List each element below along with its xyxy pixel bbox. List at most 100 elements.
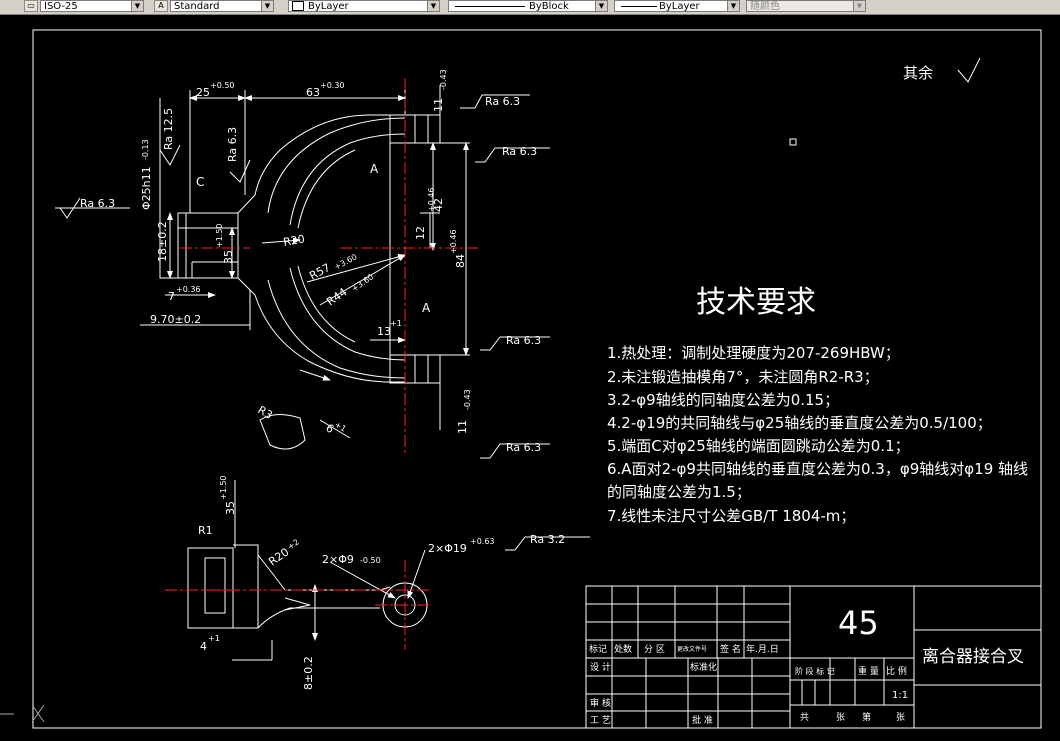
dim-text: 2×Φ9 bbox=[322, 553, 354, 566]
dim-text: 7 bbox=[168, 290, 175, 303]
textstyle-icon[interactable]: A bbox=[154, 0, 168, 12]
tech-item: 6.A面对2-φ9共同轴线的垂直度公差为0.3，φ9轴线对φ19 轴线 bbox=[607, 460, 1028, 478]
tb-label: 更改文件号 bbox=[677, 645, 707, 653]
dim-tol: +1 bbox=[208, 634, 220, 643]
drawing-frame bbox=[32, 29, 1042, 729]
dim-tol: +0.46 bbox=[449, 229, 458, 254]
tb-label: 标记 bbox=[589, 643, 607, 655]
ra-label: Ra 6.3 bbox=[506, 441, 541, 454]
tb-label: 第 bbox=[862, 711, 871, 723]
tb-label: 处数 bbox=[614, 643, 632, 655]
tech-item: 的同轴度公差为1.5； bbox=[607, 483, 751, 501]
chevron-down-icon[interactable]: ▼ bbox=[131, 1, 143, 11]
datum-label: C bbox=[196, 175, 204, 189]
dim-text: R44 bbox=[324, 285, 349, 308]
lineweight-sample bbox=[621, 6, 657, 7]
dim-text: 2×Φ19 bbox=[428, 542, 467, 555]
dim-text: Φ25h11 bbox=[140, 166, 153, 210]
tech-item: 4.2-φ19的共同轴线与φ25轴线的垂直度公差为0.5/100； bbox=[607, 414, 992, 432]
chevron-down-icon[interactable]: ▼ bbox=[853, 1, 865, 11]
dim-tol: +0.30 bbox=[320, 81, 345, 90]
datum-label: A bbox=[422, 301, 431, 315]
tb-label: 阶 段 标 记 bbox=[795, 666, 835, 676]
tb-label: 批 准 bbox=[692, 714, 713, 726]
dim-tol: -0.13 bbox=[141, 139, 150, 160]
dim-text: 4 bbox=[200, 640, 207, 653]
tb-label: 共 bbox=[800, 712, 809, 723]
dim-tol: +1.50 bbox=[219, 475, 228, 500]
ra-label: Ra 6.3 bbox=[485, 95, 520, 108]
dim-tol: +3.60 bbox=[350, 272, 375, 293]
dim-text: R20 bbox=[282, 232, 306, 249]
drawing-canvas[interactable]: 其余 技术要求 1.热处理：调制处理硬度为207-269HBW； 2.未注锻造抽… bbox=[0, 14, 1060, 741]
chevron-down-icon[interactable]: ▼ bbox=[595, 1, 607, 11]
hub-body bbox=[177, 212, 239, 279]
chevron-down-icon[interactable]: ▼ bbox=[261, 1, 273, 11]
tb-label: 张 bbox=[836, 712, 845, 723]
dim-tol: +0.63 bbox=[470, 537, 495, 546]
tb-label: 设 计 bbox=[590, 661, 611, 673]
dim-text: 11 bbox=[456, 420, 469, 434]
dim-tol: +1.50 bbox=[215, 223, 224, 248]
dim-text: 12 bbox=[414, 226, 427, 240]
linetype-sample bbox=[455, 6, 525, 7]
dimstyle-icon[interactable]: ▭ bbox=[24, 0, 38, 12]
color-swatch-icon bbox=[292, 1, 304, 11]
dim-text: 9.70±0.2 bbox=[150, 313, 201, 326]
tb-label: 工 艺 bbox=[590, 715, 611, 726]
dim-text: R3 bbox=[256, 403, 275, 422]
scale-value: 1:1 bbox=[892, 690, 908, 701]
cursor-pick-box bbox=[789, 138, 797, 146]
tech-item: 3.2-φ9轴线的同轴度公差为0.15； bbox=[607, 391, 839, 409]
properties-toolbar: ▭ ISO-25▼ A Standard▼ ByLayer▼ ByBlock▼ … bbox=[0, 0, 1060, 15]
ra-label: Ra 6.3 bbox=[80, 197, 115, 210]
textstyle-select[interactable]: Standard▼ bbox=[170, 0, 274, 12]
dim-tol: +1 bbox=[333, 420, 348, 434]
dim-tol: -0.43 bbox=[463, 389, 472, 410]
ra-label: Ra 6.3 bbox=[506, 334, 541, 347]
dim-text: R1 bbox=[198, 524, 213, 537]
tech-requirements-title: 技术要求 bbox=[696, 285, 816, 320]
dim-tol: +0.50 bbox=[210, 81, 235, 90]
dim-text: 8±0.2 bbox=[302, 656, 315, 690]
tech-requirements-list: 1.热处理：调制处理硬度为207-269HBW； 2.未注锻造抽模角7°，未注圆… bbox=[607, 344, 1028, 525]
dim-text: 35 bbox=[222, 250, 235, 264]
dim-tol: +0.36 bbox=[176, 285, 201, 294]
tech-item: 1.热处理：调制处理硬度为207-269HBW； bbox=[607, 344, 900, 362]
datum-label: A bbox=[370, 162, 379, 176]
ra-label: Ra 3.2 bbox=[530, 533, 565, 546]
dim-text: R57 bbox=[307, 261, 332, 283]
tb-label: 签 名 bbox=[720, 643, 741, 655]
dim-text: 63 bbox=[306, 86, 320, 99]
dimstyle-select[interactable]: ISO-25▼ bbox=[40, 0, 144, 12]
roughness-rest-label: 其余 bbox=[903, 64, 933, 82]
dim-tol: -0.43 bbox=[439, 69, 448, 90]
part-name: 离合器接合叉 bbox=[922, 647, 1024, 667]
dim-text: 13 bbox=[377, 325, 391, 338]
dim-tol: +0.46 bbox=[427, 187, 436, 212]
tb-label: 张 bbox=[896, 712, 905, 723]
dim-text: 84 bbox=[454, 254, 467, 268]
dim-tol: -0.50 bbox=[360, 556, 381, 565]
tech-item: 5.端面C对φ25轴线的端面圆跳动公差为0.1； bbox=[607, 437, 910, 455]
dim-text: 11 bbox=[432, 98, 445, 112]
dim-text: 18±0.2 bbox=[156, 221, 169, 262]
linetype-select[interactable]: ByBlock▼ bbox=[448, 0, 608, 12]
ra-label: Ra 6.3 bbox=[226, 127, 239, 162]
tb-label: 重 量 bbox=[858, 665, 879, 677]
dim-text: R20 bbox=[266, 545, 291, 568]
tb-label: 分 区 bbox=[644, 644, 665, 655]
tech-item: 2.未注锻造抽模角7°，未注圆角R2-R3； bbox=[607, 368, 879, 386]
tb-label: 比 例 bbox=[886, 665, 907, 677]
plotstyle-select[interactable]: 随颜色▼ bbox=[746, 0, 866, 12]
dim-tol: +2 bbox=[286, 537, 301, 551]
ra-label: Ra 12.5 bbox=[162, 108, 175, 150]
chevron-down-icon[interactable]: ▼ bbox=[727, 1, 739, 11]
lineweight-select[interactable]: ByLayer▼ bbox=[614, 0, 740, 12]
center-lines bbox=[165, 78, 480, 650]
layer-color-select[interactable]: ByLayer▼ bbox=[288, 0, 440, 12]
title-block bbox=[585, 585, 1042, 729]
chevron-down-icon[interactable]: ▼ bbox=[427, 1, 439, 11]
tb-label: 年.月.日 bbox=[746, 643, 779, 655]
tech-item: 7.线性未注尺寸公差GB/T 1804-m； bbox=[607, 507, 855, 525]
